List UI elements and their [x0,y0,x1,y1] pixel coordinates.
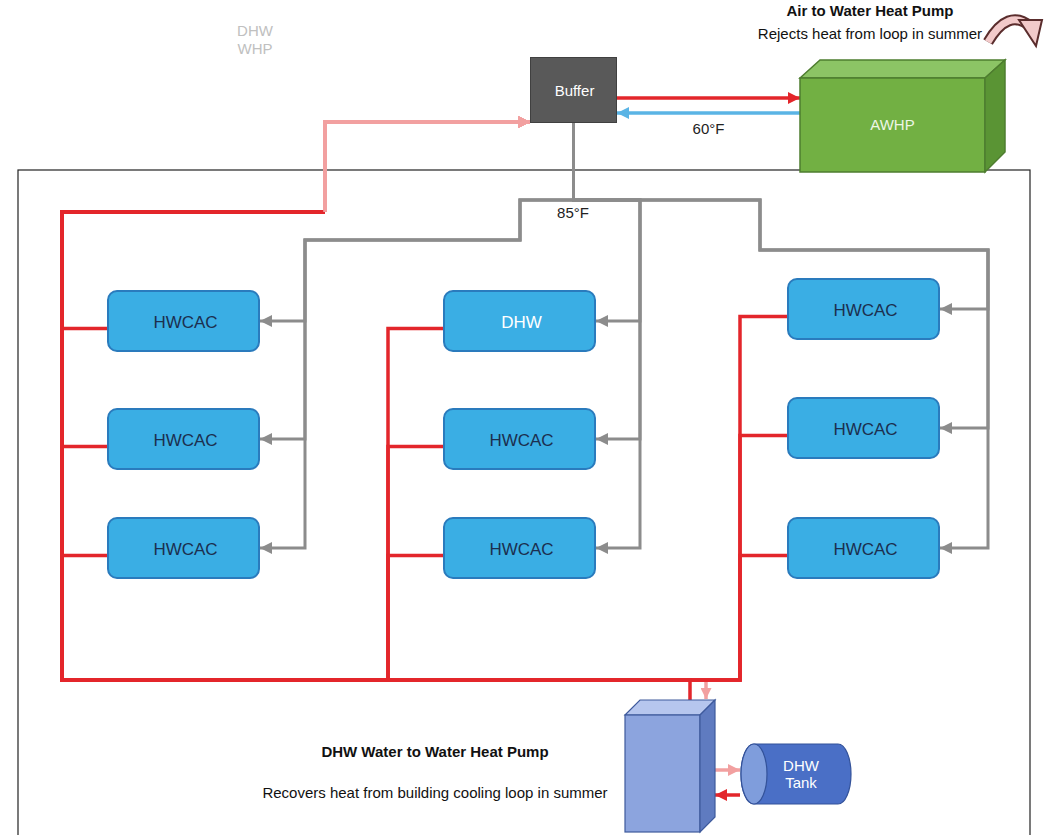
text-area: HWCAC [445,519,598,581]
fan-coil-unit: HWCAC [107,290,260,352]
warm-pipe [62,122,690,700]
node-label: HWCAC [153,540,217,560]
text-area: HWCAC [789,399,942,461]
cube-shape [625,700,715,832]
return-pipe [62,212,690,700]
return-riser [325,122,530,212]
pipe-line [617,111,800,115]
node-label: HWCAC [833,301,897,321]
text-area: Buffer [531,58,618,124]
pipe-line [574,123,641,439]
loop-draw-stub [704,682,708,699]
supply-pipe [574,123,641,439]
text-area: HWCAC [109,410,262,472]
text-area: DHW [445,292,598,354]
return-pipe [62,212,787,680]
text-area: HWCAC [109,292,262,354]
fan-coil-unit: HWCAC [787,397,940,459]
warm-pipe [617,98,800,99]
temperature-label: 60°F [679,120,739,137]
water-to-water-heat-pump: DHW Water to Water Heat PumpRecovers hea… [625,700,715,832]
warm-pipe [62,122,530,680]
text-area: DHW Tank [770,743,832,805]
fan-coil-unit: HWCAC [443,517,596,579]
node-label: DHW [501,313,542,333]
fan-coil-unit: HWCAC [107,517,260,579]
text-area: AWHP [800,78,985,172]
return-pipe [62,212,325,680]
node-label: DHW Tank [770,757,832,792]
return-pipe [62,212,325,680]
return-riser [325,122,530,212]
supply-pipe [260,123,574,439]
description: Recovers heat from building cooling loop… [260,779,610,808]
node-label: Buffer [555,82,595,99]
faded-note: DHW WHP [230,22,280,58]
return-pipe [62,212,443,680]
heading: Air to Water Heat Pump [720,2,1020,21]
node-label: HWCAC [489,540,553,560]
caption-block: DHW Water to Water Heat PumpRecovers hea… [260,738,610,807]
pipe-line [574,123,989,548]
node-label: HWCAC [153,431,217,451]
warm-pipe [62,122,787,680]
warm-pipe [62,122,530,680]
dhw-tank: DHW Tank [740,743,852,805]
return-riser [325,122,530,212]
return-riser [325,122,530,212]
text-area: HWCAC [109,519,262,581]
pipe-line [715,768,740,772]
warm-pipe [62,122,530,680]
text-area: HWCAC [789,280,942,342]
fan-coil-unit: HWCAC [443,408,596,470]
air-to-water-heat-pump: Air to Water Heat PumpRejects heat from … [800,60,1005,172]
heading: DHW Water to Water Heat Pump [260,738,610,767]
node-label: HWCAC [153,313,217,333]
text-area: HWCAC [789,519,942,581]
building-wall [18,170,1030,835]
warm-pipe [715,795,740,796]
return-riser [325,122,530,212]
node-label: AWHP [870,116,914,133]
return-pipe [62,212,443,680]
warm-pipe [62,122,530,680]
pipe-line [260,123,574,439]
fan-coil-unit: HWCAC [787,517,940,579]
cold-return-pipe [617,113,800,114]
awhp-shape [800,60,1005,172]
node-label: HWCAC [833,420,897,440]
return-riser [325,122,530,212]
fan-coil-unit: HWCAC [107,408,260,470]
warm-pipe [62,122,787,680]
dhw-unit: DHW [443,290,596,352]
warm-pipe [62,122,787,680]
return-pipe [62,212,325,680]
return-riser [325,122,530,212]
text-area: HWCAC [445,410,598,472]
caption-block: Air to Water Heat PumpRejects heat from … [720,2,1020,44]
pipe-line [617,96,800,100]
heat-reject-arrowhead [1019,20,1042,46]
warm-pipe [715,770,740,771]
description: Rejects heat from loop in summer [720,25,1020,44]
fan-coil-unit: HWCAC [787,278,940,340]
warm-pipe [62,122,530,680]
supply-pipe [574,123,989,548]
return-pipe [62,212,443,680]
return-riser [325,122,530,212]
return-riser [325,122,530,212]
temperature-label: 85°F [545,204,601,222]
return-riser [325,122,530,212]
warm-pipe [62,122,530,680]
pipe-line [715,793,740,797]
return-pipe [62,212,787,680]
node-label: HWCAC [489,431,553,451]
node-label: HWCAC [833,540,897,560]
return-pipe [62,212,787,680]
buffer-tank: Buffer [530,57,617,123]
